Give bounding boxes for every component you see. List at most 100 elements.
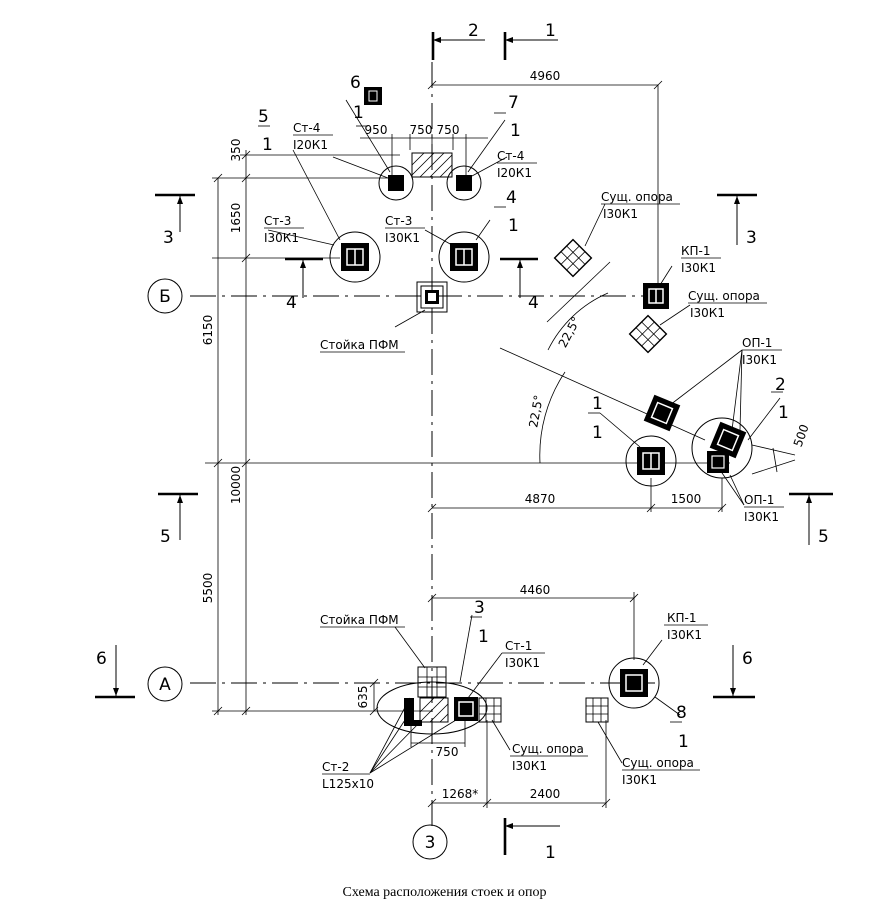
existing-support-mid <box>628 314 668 354</box>
node-ref-8: 8 1 <box>676 703 689 752</box>
svg-text:4: 4 <box>528 293 539 313</box>
svg-text:635: 635 <box>356 686 370 709</box>
svg-text:Ст-4: Ст-4 <box>293 121 320 135</box>
svg-text:3: 3 <box>746 228 757 248</box>
section-mark-6-left: 6 <box>95 645 135 699</box>
svg-text:1: 1 <box>678 732 689 752</box>
svg-text:350: 350 <box>229 139 243 162</box>
label-kp1-bottom: КП-1 I30К1 <box>667 611 702 642</box>
pfm-column-bottom <box>417 666 447 698</box>
svg-text:I20К1: I20К1 <box>497 166 532 180</box>
svg-text:5: 5 <box>818 527 829 547</box>
section-mark-1-bottom: 1 <box>503 818 560 863</box>
section-mark-4-right: 4 <box>500 257 539 313</box>
svg-text:I20К1: I20К1 <box>293 138 328 152</box>
small-section-symbol <box>364 87 382 105</box>
column-op1-upper <box>643 394 681 432</box>
svg-text:750: 750 <box>436 745 459 759</box>
svg-text:Ст-2: Ст-2 <box>322 760 349 774</box>
column-st4-left <box>378 165 414 201</box>
pfm-column-top <box>416 281 448 313</box>
column-st3-left <box>329 231 381 283</box>
svg-text:1: 1 <box>262 135 273 155</box>
section-mark-6-right: 6 <box>713 645 755 699</box>
node-ref-7: 7 1 <box>508 93 521 141</box>
axis-b-label: Б <box>159 287 171 307</box>
svg-text:Ст-4: Ст-4 <box>497 149 524 163</box>
svg-text:950: 950 <box>365 123 388 137</box>
svg-text:I30К1: I30К1 <box>264 231 299 245</box>
label-st3-left: Ст-3 I30К1 <box>264 214 299 245</box>
svg-text:Сущ. опора: Сущ. опора <box>601 190 673 204</box>
svg-text:1650: 1650 <box>229 203 243 234</box>
svg-text:ОП-1: ОП-1 <box>742 336 772 350</box>
svg-text:Ст-3: Ст-3 <box>385 214 412 228</box>
label-st4-right: Ст-4 I20К1 <box>497 149 532 180</box>
label-existing-bottom-2: Сущ. опора I30К1 <box>622 756 694 787</box>
svg-text:1: 1 <box>592 423 603 443</box>
svg-text:4: 4 <box>286 293 297 313</box>
svg-text:6: 6 <box>742 649 753 669</box>
svg-text:4: 4 <box>506 188 517 208</box>
svg-text:ОП-1: ОП-1 <box>744 493 774 507</box>
svg-text:L125x10: L125x10 <box>322 777 374 791</box>
svg-text:I30К1: I30К1 <box>512 759 547 773</box>
svg-text:1: 1 <box>545 843 556 863</box>
svg-text:1: 1 <box>592 394 603 414</box>
column-kp1-bottom <box>608 657 660 709</box>
svg-text:I30К1: I30К1 <box>681 261 716 275</box>
svg-text:1: 1 <box>778 403 789 423</box>
svg-text:1500: 1500 <box>671 492 702 506</box>
svg-text:22,5°: 22,5° <box>556 314 584 349</box>
axis-bubble-a: А <box>147 666 183 702</box>
svg-text:I30К1: I30К1 <box>667 628 702 642</box>
section-mark-3-left: 3 <box>155 193 195 248</box>
label-op1-top: ОП-1 I30К1 <box>742 336 777 367</box>
section-mark-5-right: 5 <box>789 492 833 547</box>
node-ref-3: 3 1 <box>474 598 489 647</box>
svg-text:5500: 5500 <box>201 573 215 604</box>
label-op1-bottom: ОП-1 I30К1 <box>744 493 779 524</box>
node-ref-1: 1 1 <box>592 394 603 443</box>
svg-text:10000: 10000 <box>229 466 243 504</box>
section-mark-5-left: 5 <box>158 492 198 547</box>
axis-3-label: 3 <box>425 833 436 853</box>
svg-text:I30К1: I30К1 <box>744 510 779 524</box>
node-ref-2: 2 1 <box>775 375 789 423</box>
svg-text:Сущ. опора: Сущ. опора <box>512 742 584 756</box>
axis-bubble-3: 3 <box>412 824 448 860</box>
node-2-cluster <box>691 417 753 479</box>
axis-bubble-b: Б <box>147 278 183 314</box>
label-existing-top: Сущ. опора I30К1 <box>601 190 673 221</box>
label-st4-left: Ст-4 I20К1 <box>293 121 328 152</box>
svg-text:1268*: 1268* <box>442 787 479 801</box>
svg-text:I30К1: I30К1 <box>385 231 420 245</box>
svg-text:750: 750 <box>410 123 433 137</box>
label-existing-mid: Сущ. опора I30К1 <box>688 289 760 320</box>
label-st3-right: Ст-3 I30К1 <box>385 214 420 245</box>
dimension-lines: 4960 950 750 750 350 1650 6150 10000 550… <box>201 69 812 808</box>
svg-text:750: 750 <box>437 123 460 137</box>
label-pfm-bottom: Стойка ПФМ <box>320 613 399 627</box>
node-3-cluster <box>376 681 502 735</box>
svg-text:8: 8 <box>676 703 687 723</box>
section-mark-2: 2 <box>431 21 485 60</box>
svg-text:I30К1: I30К1 <box>505 656 540 670</box>
svg-text:500: 500 <box>791 422 812 448</box>
node-ref-6: 6 1 <box>350 73 364 123</box>
svg-text:22,5°: 22,5° <box>526 394 545 429</box>
label-st2: Ст-2 L125x10 <box>322 760 374 791</box>
svg-text:Сущ. опора: Сущ. опора <box>622 756 694 770</box>
svg-text:6: 6 <box>96 649 107 669</box>
svg-text:1: 1 <box>510 121 521 141</box>
svg-text:КП-1: КП-1 <box>681 244 711 258</box>
svg-text:6: 6 <box>350 73 361 93</box>
svg-text:5: 5 <box>258 107 269 127</box>
label-existing-bottom-1: Сущ. опора I30К1 <box>512 742 584 773</box>
svg-text:I30К1: I30К1 <box>603 207 638 221</box>
svg-text:3: 3 <box>474 598 485 618</box>
svg-text:5: 5 <box>160 527 171 547</box>
existing-support-bottom <box>585 697 609 723</box>
existing-support-top <box>553 238 593 278</box>
